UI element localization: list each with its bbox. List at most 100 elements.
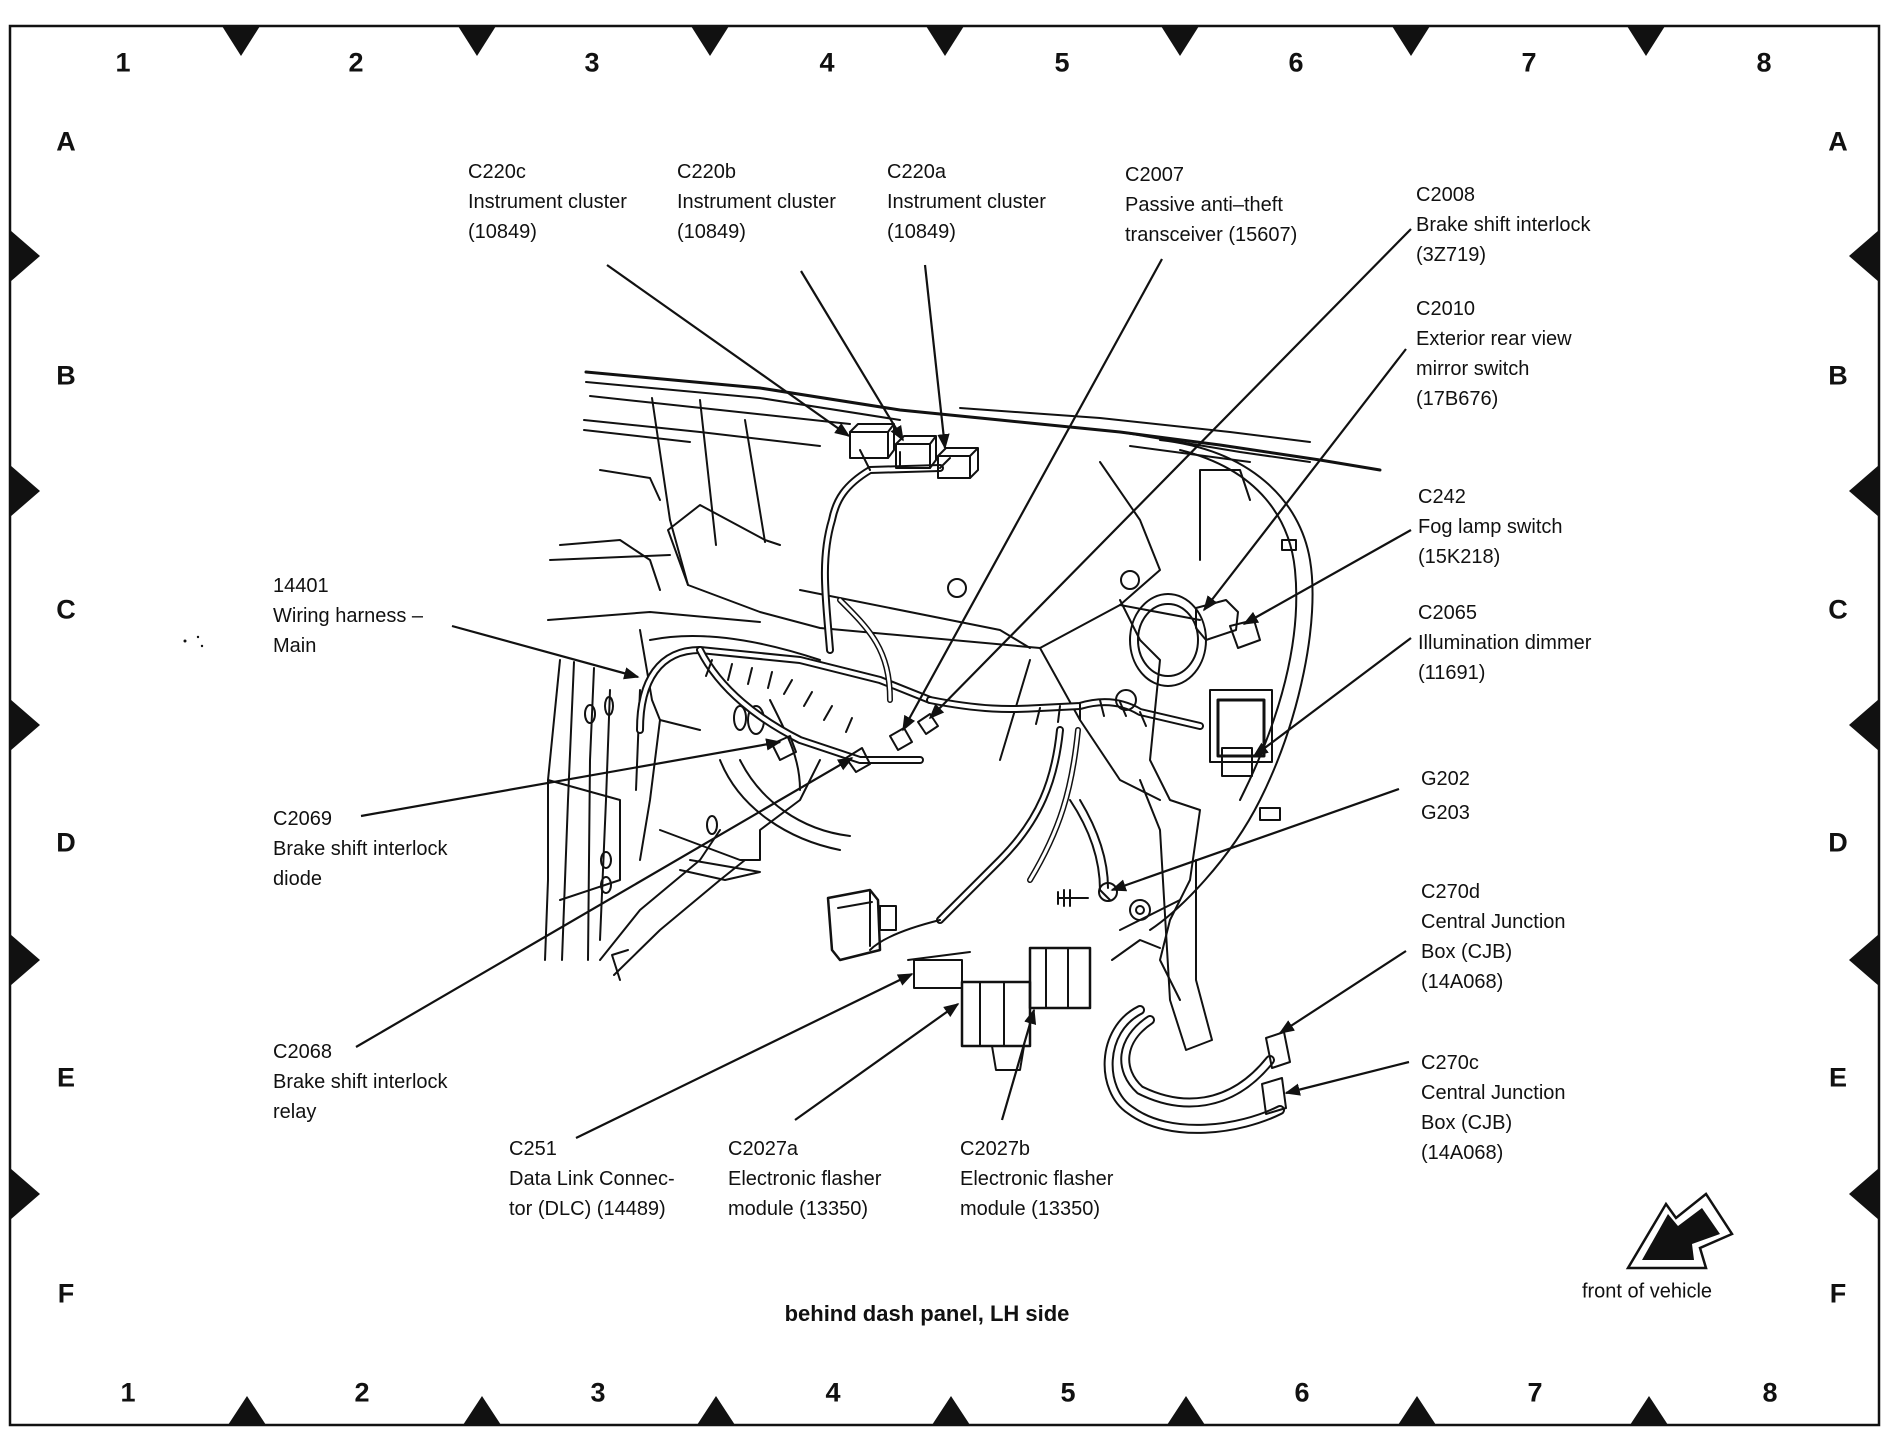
part-number: transceiver (15607) (1125, 224, 1298, 246)
leader-C2010 (1203, 348, 1407, 612)
harness-id: 14401 (273, 575, 329, 597)
bottom-grid-markers (228, 1396, 1668, 1425)
grid-row-left-C: C (56, 594, 76, 625)
grid-col-top-3: 3 (584, 47, 600, 78)
grid-marker-triangle (1849, 934, 1879, 986)
grid-row-right-D: D (1828, 827, 1848, 858)
front-of-vehicle-arrow-icon (1625, 1192, 1734, 1270)
grid-marker-triangle (228, 1396, 266, 1425)
callout-C2068: C2068 Brake shift interlock relay (273, 1037, 448, 1127)
leader-C2008 (928, 228, 1412, 720)
grid-row-left-F: F (57, 1278, 75, 1309)
ground-id: G202 (1421, 768, 1470, 790)
component-name-cont: mirror switch (1416, 358, 1530, 380)
grid-col-bottom-6: 6 (1294, 1377, 1310, 1408)
callout-C2027a: C2027a Electronic flasher module (13350) (728, 1134, 881, 1224)
component-name: Brake shift interlock (273, 838, 448, 860)
leader-C2065 (1252, 637, 1412, 757)
grid-marker-triangle (1849, 1168, 1879, 1220)
part-number: module (13350) (728, 1198, 869, 1220)
grid-marker-triangle (1161, 26, 1199, 56)
leader-lines (355, 228, 1412, 1139)
grid-row-left-A: A (56, 126, 76, 157)
leader-G202 (1110, 787, 1400, 892)
grid-col-top-4: 4 (819, 47, 835, 78)
connector-id: C2027a (728, 1138, 799, 1160)
component-name: Central Junction (1421, 911, 1566, 933)
grid-row-right-C: C (1828, 594, 1848, 625)
component-name-cont: relay (273, 1101, 317, 1123)
leader-C220b (800, 270, 904, 442)
grid-col-top-2: 2 (348, 47, 364, 78)
grid-marker-triangle (10, 934, 40, 986)
connector-id: C251 (509, 1138, 557, 1160)
component-name: Electronic flasher (728, 1168, 882, 1190)
leader-C2007 (902, 258, 1163, 732)
grid-marker-triangle (1849, 699, 1879, 751)
right-grid-markers (1849, 230, 1879, 1220)
leader-14401 (451, 624, 640, 680)
connector-id: C2027b (960, 1138, 1031, 1160)
part-number: (10849) (677, 221, 746, 243)
grid-row-left-B: B (56, 360, 76, 391)
connector-id: C2010 (1416, 298, 1475, 320)
callout-C2069: C2069 Brake shift interlock diode (273, 804, 448, 894)
leader-C2069 (360, 738, 782, 818)
grid-marker-triangle (10, 230, 40, 282)
grid-marker-triangle (1630, 1396, 1668, 1425)
connector-id: C220b (677, 161, 736, 183)
grid-marker-triangle (1849, 465, 1879, 517)
component-name: Illumination dimmer (1418, 632, 1592, 654)
scan-specks (183, 635, 204, 648)
grid-row-right-F: F (1829, 1278, 1847, 1309)
grid-marker-triangle (1849, 230, 1879, 282)
callout-C242: C242 Fog lamp switch (15K218) (1418, 482, 1563, 572)
component-name-cont: Main (273, 635, 317, 657)
grid-row-left-E: E (56, 1062, 76, 1093)
grid-row-right-E: E (1828, 1062, 1848, 1093)
grid-col-top-5: 5 (1054, 47, 1070, 78)
leader-C220c (606, 264, 851, 437)
leader-C2027b (1000, 1008, 1037, 1121)
component-name: Instrument cluster (887, 191, 1046, 213)
component-name-cont: tor (DLC) (14489) (509, 1198, 666, 1220)
grid-row-right-A: A (1828, 126, 1848, 157)
grid-col-top-1: 1 (115, 47, 131, 78)
component-name: Instrument cluster (468, 191, 627, 213)
component-name: Electronic flasher (960, 1168, 1114, 1190)
grid-marker-triangle (1167, 1396, 1205, 1425)
grid-col-bottom-3: 3 (590, 1377, 606, 1408)
grid-col-top-8: 8 (1756, 47, 1772, 78)
connector-id: C2068 (273, 1041, 332, 1063)
connector-id: C220a (887, 161, 946, 183)
grid-col-bottom-4: 4 (825, 1377, 841, 1408)
grid-row-left-D: D (56, 827, 76, 858)
leader-C270d (1278, 950, 1407, 1034)
grid-marker-triangle (691, 26, 729, 56)
grid-col-top-6: 6 (1288, 47, 1304, 78)
diagram-caption: behind dash panel, LH side (784, 1301, 1070, 1326)
connector-id: C220c (468, 161, 526, 183)
leader-C2068 (355, 757, 854, 1048)
component-name-cont: Box (CJB) (1421, 941, 1513, 963)
grid-marker-triangle (1398, 1396, 1436, 1425)
part-number: (14A068) (1421, 1142, 1504, 1164)
grid-marker-triangle (463, 1396, 501, 1425)
component-name: Wiring harness – (273, 605, 424, 627)
grid-marker-triangle (926, 26, 964, 56)
grid-marker-triangle (10, 465, 40, 517)
callout-C2008: C2008 Brake shift interlock (3Z719) (1416, 180, 1591, 270)
part-number: (17B676) (1416, 388, 1499, 410)
part-number: (3Z719) (1416, 244, 1487, 266)
grid-marker-triangle (222, 26, 260, 56)
component-name-cont: diode (273, 868, 322, 890)
grid-marker-triangle (697, 1396, 735, 1425)
grid-col-bottom-1: 1 (120, 1377, 136, 1408)
callout-C270c: C270c Central Junction Box (CJB) (14A068… (1421, 1048, 1566, 1168)
grid-marker-triangle (932, 1396, 970, 1425)
front-of-vehicle-label: front of vehicle (1581, 1280, 1713, 1303)
connector-id: C2065 (1418, 602, 1477, 624)
connector-id: C2007 (1125, 164, 1184, 186)
component-name-cont: Box (CJB) (1421, 1112, 1513, 1134)
component-name: Brake shift interlock (273, 1071, 448, 1093)
